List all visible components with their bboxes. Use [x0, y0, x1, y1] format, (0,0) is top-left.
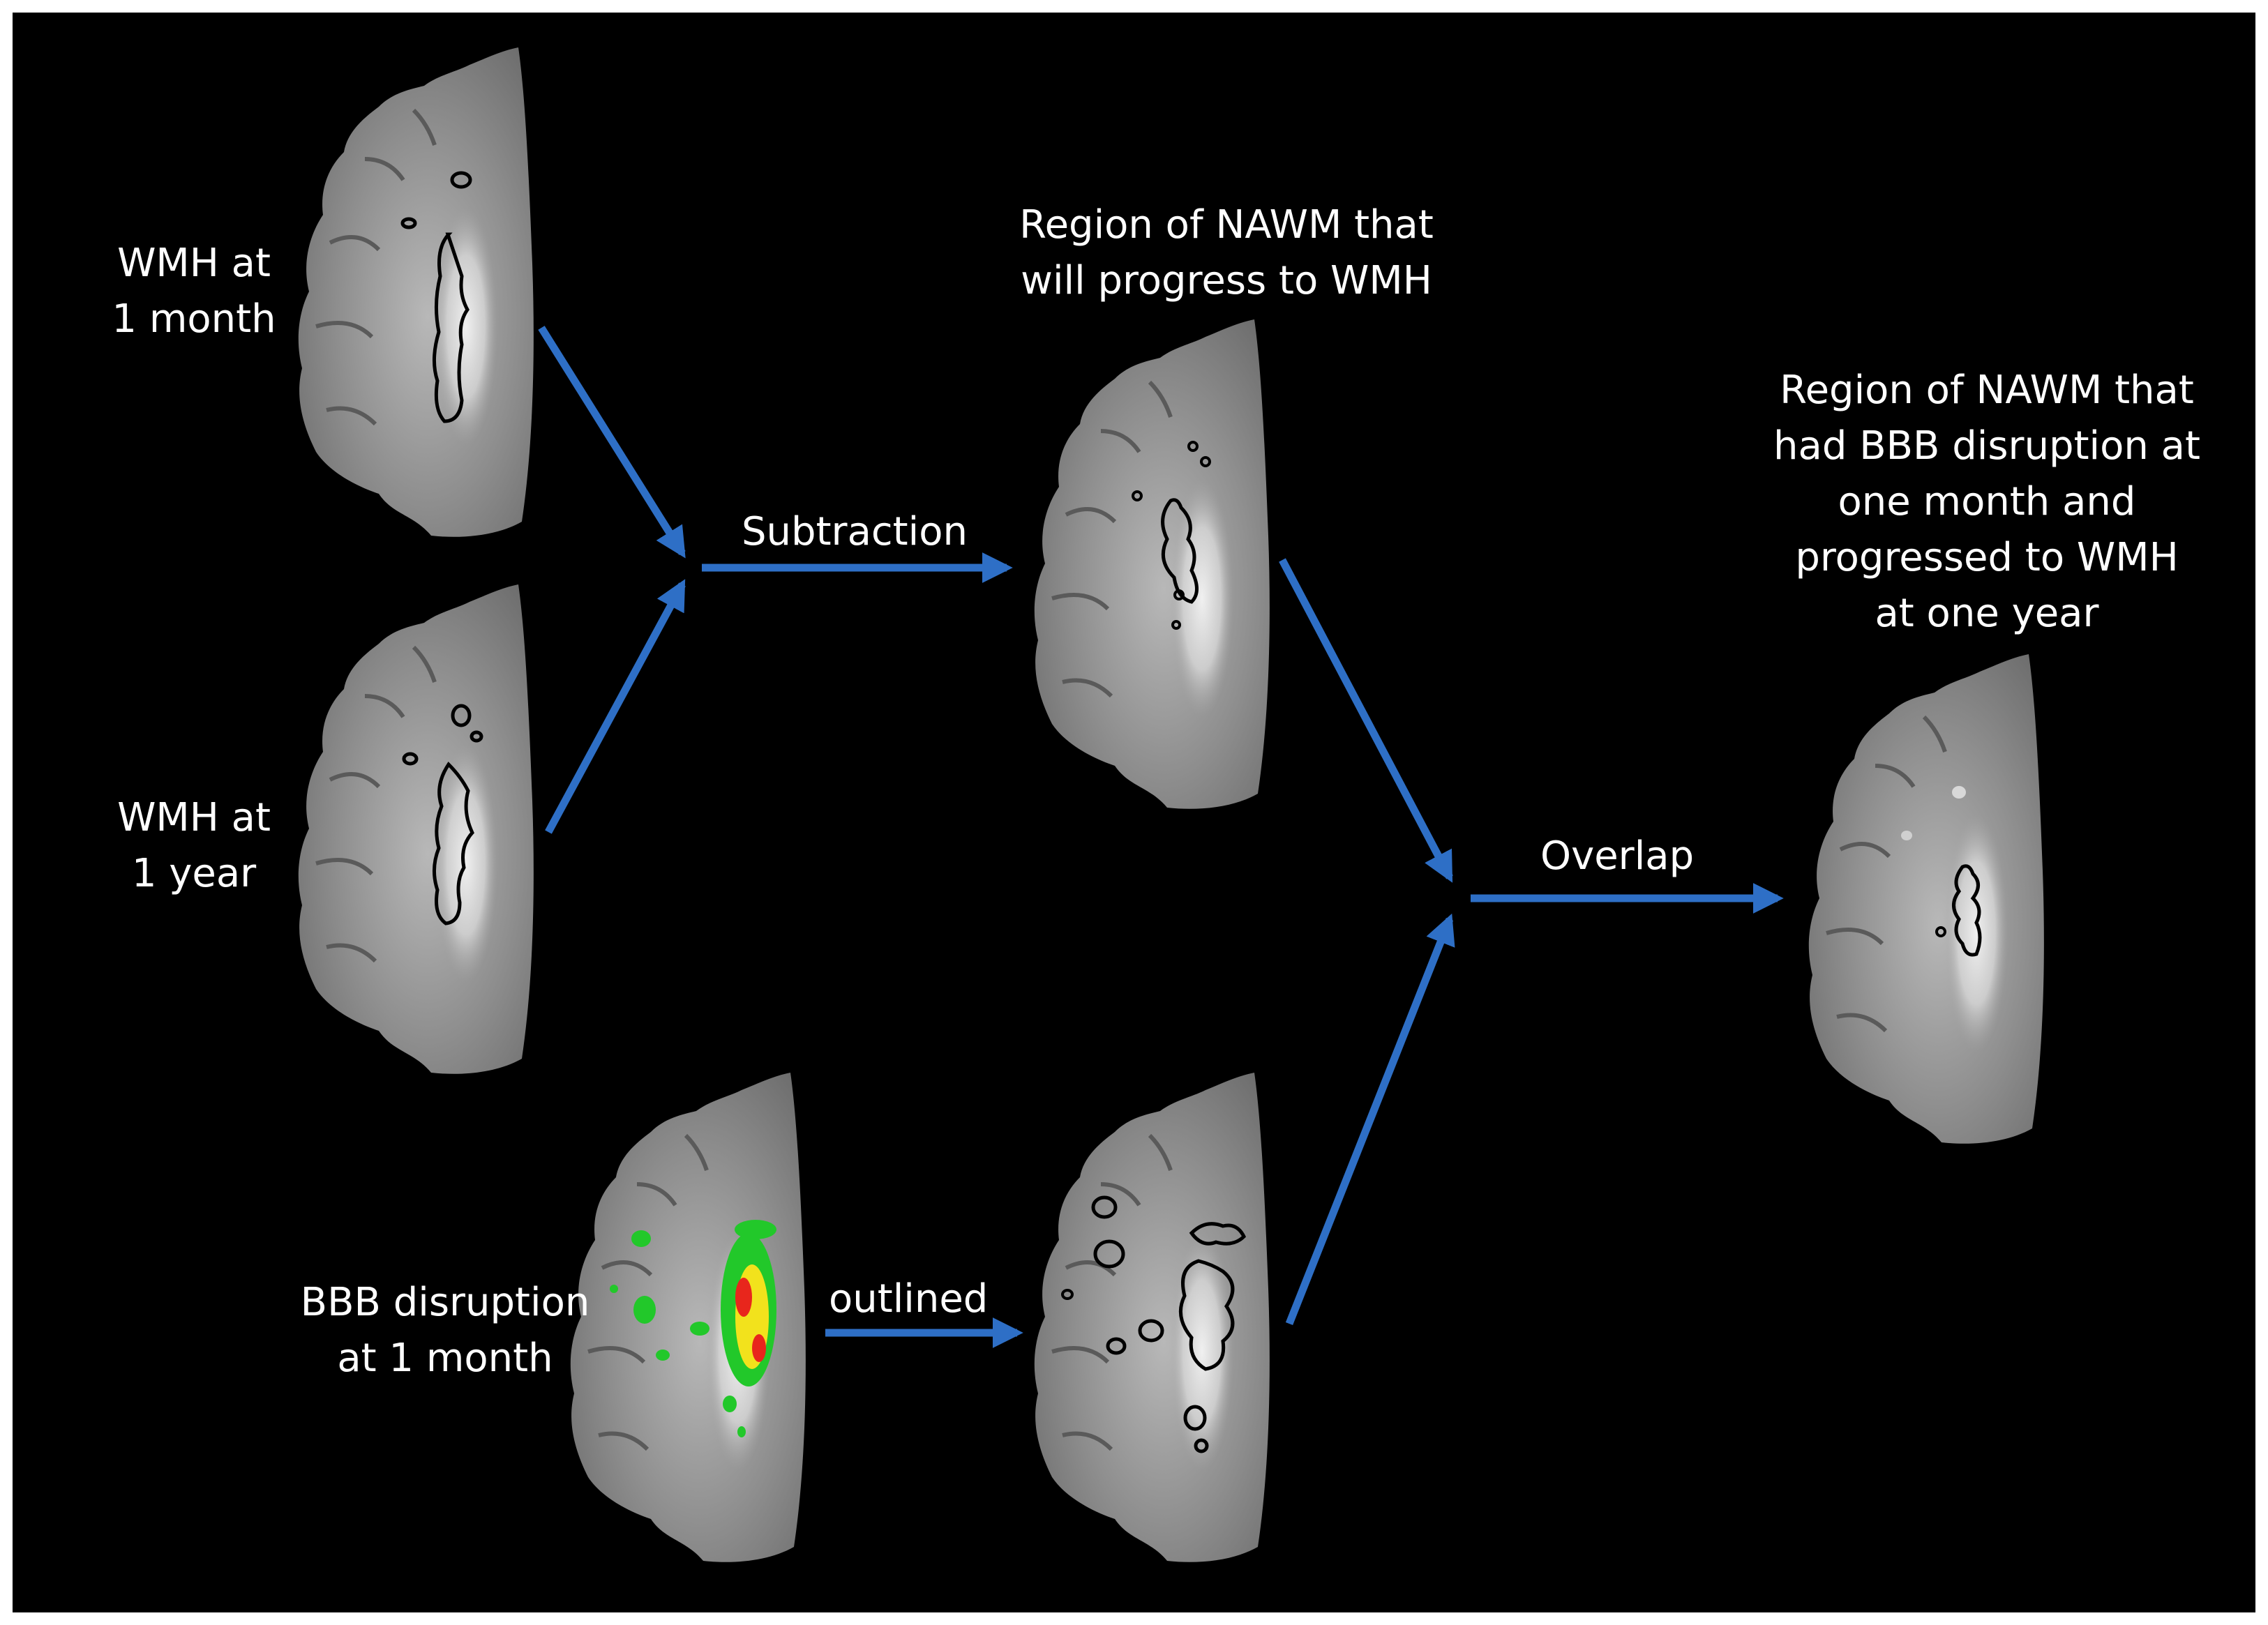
label-subtraction: Subtraction [742, 509, 968, 554]
result-outline [1952, 864, 1982, 957]
nawm-outline [1161, 498, 1199, 604]
bbb-outline [1093, 1239, 1125, 1269]
arrow-wmh-year-to-subtraction [545, 579, 686, 834]
nawm-outline [1200, 456, 1211, 467]
nawm-outline [1132, 490, 1143, 501]
diagram-canvas [13, 13, 2255, 1612]
brain-nawm-bbb-result [1809, 654, 2044, 1144]
label-nawm-progress: Region of NAWM that will progress to WMH [1019, 202, 1434, 303]
wmh-outline [432, 232, 470, 423]
wmh-outline [400, 217, 417, 229]
brain-wmh-1-month [299, 47, 534, 537]
bbb-outline [1194, 1438, 1209, 1453]
bbb-outline [1138, 1319, 1164, 1343]
label-bbb-1-month: BBB disruption at 1 month [300, 1280, 590, 1381]
nawm-outline [1173, 589, 1185, 600]
arrow-outlined-to-overlap [1285, 913, 1455, 1326]
wmh-outline [470, 730, 483, 743]
arrow-wmh-month-to-subtraction [538, 326, 686, 559]
label-wmh-1-month: WMH at 1 month [112, 241, 276, 342]
bbb-outline [1178, 1259, 1235, 1371]
wmh-outline [402, 752, 419, 766]
nawm-outline [1187, 441, 1199, 452]
bbb-outline [1091, 1195, 1118, 1219]
result-outline [1935, 926, 1946, 937]
bbb-outline [1183, 1405, 1207, 1431]
arrow-nawm-to-overlap [1279, 558, 1453, 883]
label-wmh-1-year: WMH at 1 year [117, 795, 271, 896]
bright-spot [1952, 786, 1966, 799]
bbb-outline [1061, 1289, 1074, 1300]
brain-nawm-progression [1035, 319, 1270, 809]
bright-spot [1901, 831, 1912, 840]
wmh-outline [433, 762, 474, 925]
brain-bbb-disruption [571, 1073, 806, 1562]
wmh-outline [450, 171, 472, 189]
label-nawm-bbb-result: Region of NAWM that had BBB disruption a… [1773, 368, 2200, 636]
label-overlap: Overlap [1540, 833, 1695, 879]
label-outlined: outlined [829, 1276, 989, 1322]
flow-arrows [538, 326, 1784, 1348]
bbb-outline [1189, 1222, 1247, 1246]
bbb-outline [1106, 1337, 1127, 1355]
nawm-outline [1171, 620, 1181, 630]
brain-bbb-outlined [1035, 1073, 1270, 1562]
bbb-heatmap [610, 1220, 776, 1437]
figure-panel: WMH at 1 month WMH at 1 year BBB disrupt… [13, 13, 2255, 1612]
brain-wmh-1-year [299, 584, 534, 1074]
wmh-outline [451, 704, 472, 727]
